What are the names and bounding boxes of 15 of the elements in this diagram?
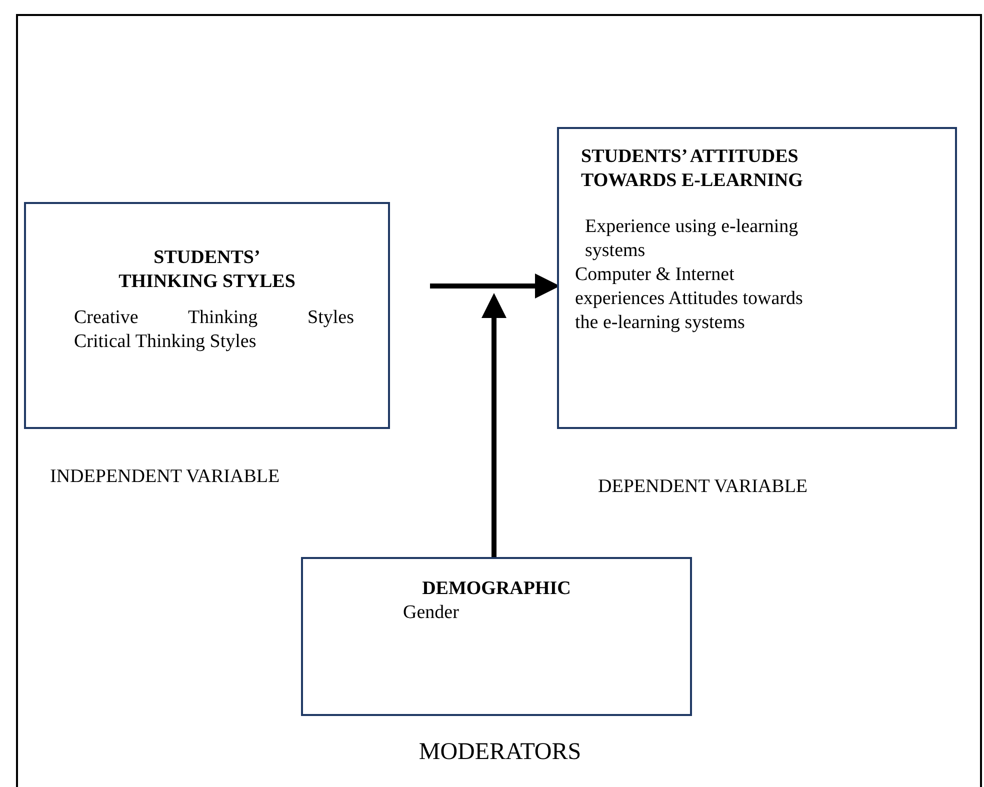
variable-box — [557, 127, 957, 429]
variable-box — [24, 202, 390, 429]
box-text: Critical Thinking Styles — [74, 330, 258, 354]
box-heading: DEMOGRAPHIC — [421, 577, 572, 601]
box-heading: STUDENTS’ ATTITUDES TOWARDS E-LEARNING — [581, 145, 804, 193]
box-text: Creative Thinking Styles — [74, 306, 354, 330]
arrow — [482, 293, 506, 557]
variable-label: INDEPENDENT VARIABLE — [50, 465, 281, 489]
box-text: Experience using e-learning systems — [585, 215, 800, 263]
box-text: Computer & Internet experiences Attitudes towards the e-learning systems — [575, 263, 804, 335]
variable-box — [301, 557, 692, 716]
variable-label: MODERATORS — [418, 738, 582, 767]
variable-label: DEPENDENT VARIABLE — [598, 475, 809, 499]
box-heading: STUDENTS’ THINKING STYLES — [118, 246, 296, 294]
box-text: Gender — [403, 601, 460, 625]
